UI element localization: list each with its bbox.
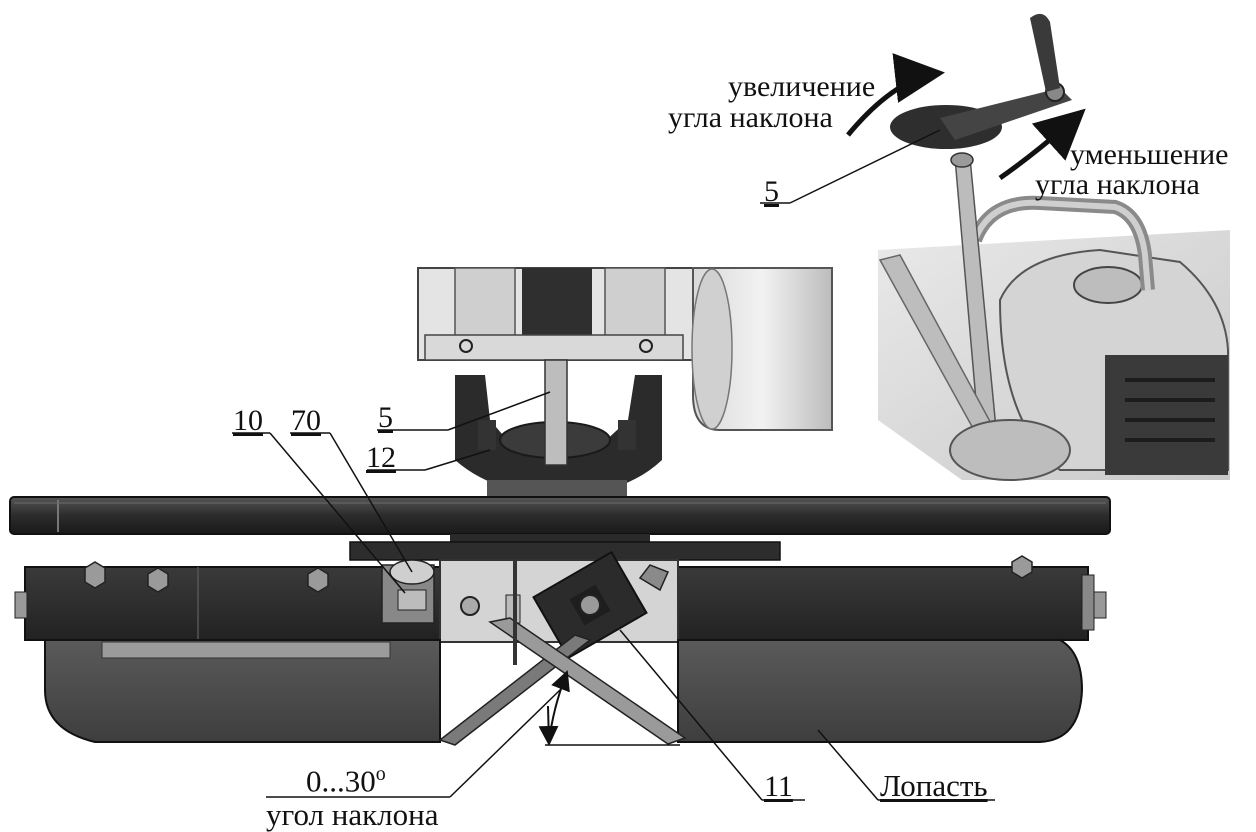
callout-10: 10 — [233, 404, 263, 437]
callout-5: 5 — [378, 401, 393, 434]
angle-caption: угол наклона — [266, 797, 439, 832]
increase-label-line1: увеличение — [728, 70, 876, 103]
leader-lines — [232, 129, 995, 801]
increase-label-line2: угла наклона — [668, 101, 833, 134]
motor-housing — [417, 267, 833, 431]
decrease-label-line1: уменьшение — [1070, 138, 1229, 171]
callout-5-inset: 5 — [764, 175, 779, 208]
callout-12: 12 — [366, 441, 396, 474]
bracket-12 — [455, 359, 662, 495]
inset-handle-view — [846, 13, 1230, 481]
angle-range: 0...30o — [306, 764, 386, 796]
callout-blade: Лопасть — [880, 768, 988, 803]
angle-range-value: 0...30 — [306, 763, 376, 799]
angle-degree-sign: o — [375, 763, 386, 785]
disc — [9, 480, 1111, 561]
decrease-label-line2: угла наклона — [1035, 168, 1200, 201]
crossbar — [14, 550, 1107, 660]
callout-11: 11 — [764, 770, 793, 803]
blades — [44, 560, 1084, 746]
callout-70: 70 — [291, 404, 321, 437]
angle-indicator — [538, 670, 680, 746]
